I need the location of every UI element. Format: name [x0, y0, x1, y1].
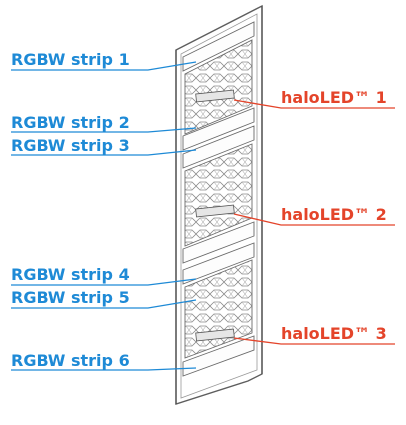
frame-inner [180, 13, 258, 399]
haloled-leader-line-2 [233, 213, 395, 226]
rgbw-leader-line-4 [11, 278, 197, 286]
rgbw-leader-line-3 [11, 149, 197, 156]
halo-module [195, 204, 235, 218]
rgbw-leader-line-6 [11, 367, 197, 371]
strip-bar [182, 221, 255, 264]
halo-module [195, 89, 235, 103]
rgbw-strip-2-label: RGBW strip 2 [11, 113, 130, 132]
strip-bar [182, 107, 255, 151]
rgbw-leader-line-2 [11, 127, 197, 133]
strip-bar [182, 335, 255, 377]
rgbw-leader-line-1 [11, 61, 197, 71]
strip-bar [182, 21, 255, 72]
rgbw-leader-line-5 [11, 299, 197, 309]
strip-bar [182, 242, 255, 285]
rgbw-strip-3-label: RGBW strip 3 [11, 136, 130, 155]
haloled-1-label: haloLED™ 1 [281, 88, 387, 107]
haloled-leader-line-1 [233, 99, 395, 109]
rgbw-strip-4-label: RGBW strip 4 [11, 265, 130, 284]
rgbw-strip-1-label: RGBW strip 1 [11, 50, 130, 69]
rgbw-strip-6-label: RGBW strip 6 [11, 351, 130, 370]
led-panel-frame [175, 4, 263, 405]
halo-module [195, 328, 235, 342]
strip-bar [182, 125, 255, 169]
diffuser-panel [184, 39, 253, 135]
rgbw-leaders [11, 61, 197, 371]
haloled-leader-line-3 [233, 337, 395, 345]
haloled-2-label: haloLED™ 2 [281, 205, 387, 224]
haloled-3-label: haloLED™ 3 [281, 324, 387, 343]
rgbw-strip-5-label: RGBW strip 5 [11, 288, 130, 307]
halo-leaders [233, 99, 395, 345]
